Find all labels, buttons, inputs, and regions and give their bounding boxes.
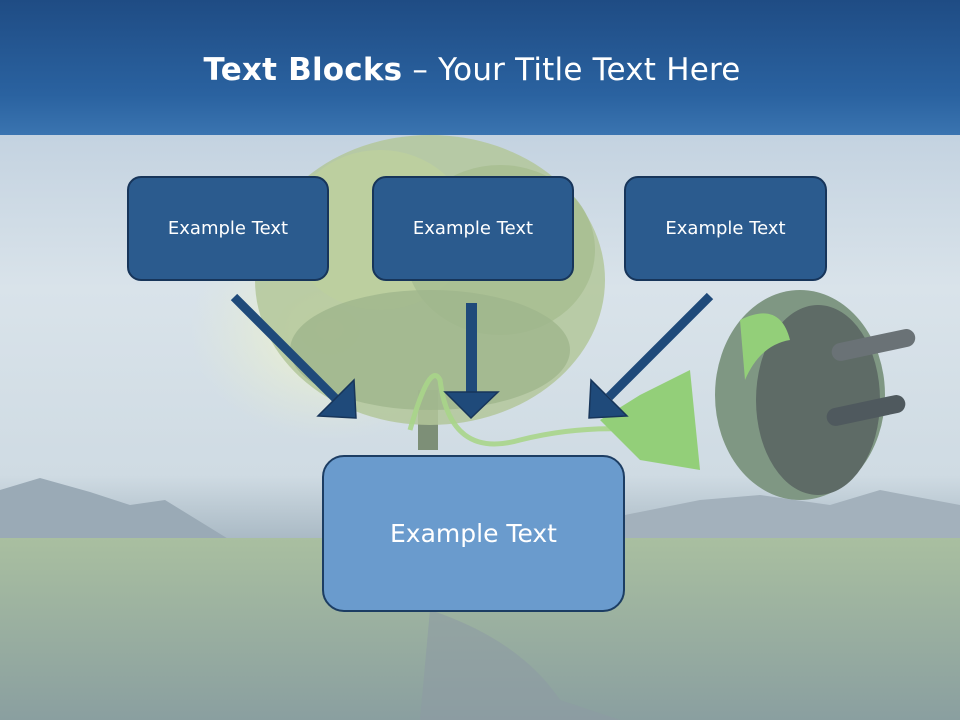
arrow-down-right-icon — [230, 293, 357, 419]
slide-title: Text Blocks – Your Title Text Here — [0, 52, 944, 88]
text-block-label: Example Text — [412, 218, 534, 239]
target-text-block[interactable]: Example Text — [322, 455, 625, 612]
text-block-label: Example Text — [167, 218, 289, 239]
cable — [407, 373, 641, 447]
mountains-icon — [0, 478, 960, 540]
title-bar — [0, 0, 960, 135]
title-rest-text: – Your Title Text Here — [402, 52, 741, 88]
power-plug-icon — [600, 290, 916, 500]
target-text-label: Example Text — [390, 519, 557, 548]
arrow-down-icon — [443, 303, 500, 420]
arrow-down-left-icon — [588, 292, 714, 419]
text-block-right[interactable]: Example Text — [624, 176, 827, 281]
text-block-center[interactable]: Example Text — [372, 176, 574, 281]
text-block-left[interactable]: Example Text — [127, 176, 329, 281]
title-bold-text: Text Blocks — [203, 52, 403, 88]
text-block-label: Example Text — [665, 218, 786, 239]
